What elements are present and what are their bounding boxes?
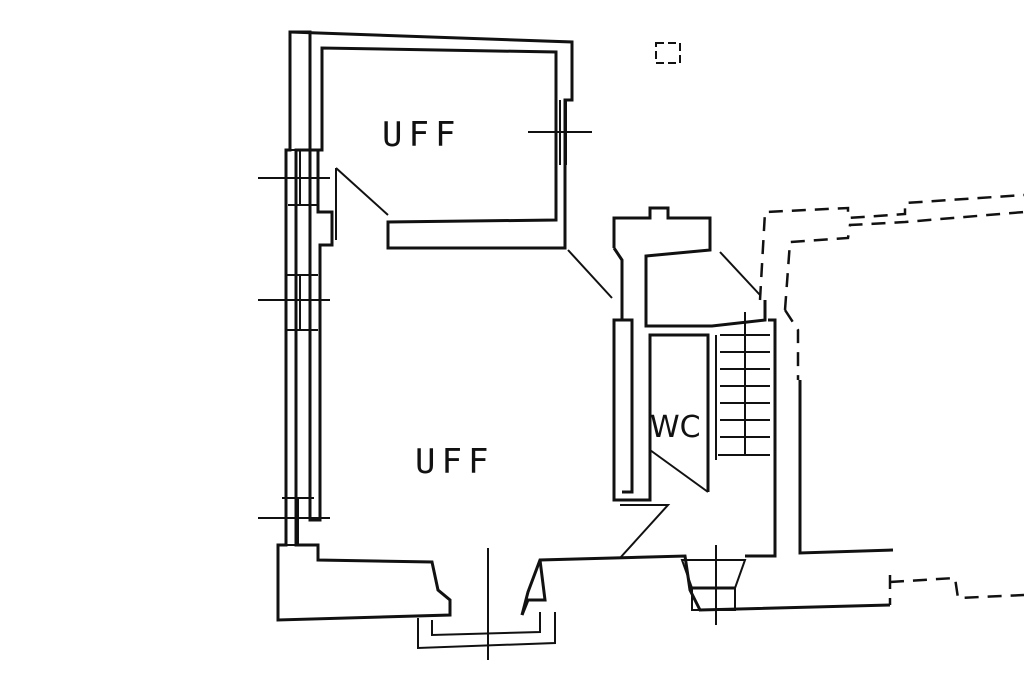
diagonal-walls [335,167,671,559]
room-label-wc: WC [650,410,701,445]
room-label-upper-office: UFF [382,115,461,155]
wc-block [612,206,777,611]
adjacent-building [758,193,1024,605]
marker-square [655,42,681,64]
window-marks [258,100,717,660]
room-label-lower-office: UFF [415,442,494,482]
